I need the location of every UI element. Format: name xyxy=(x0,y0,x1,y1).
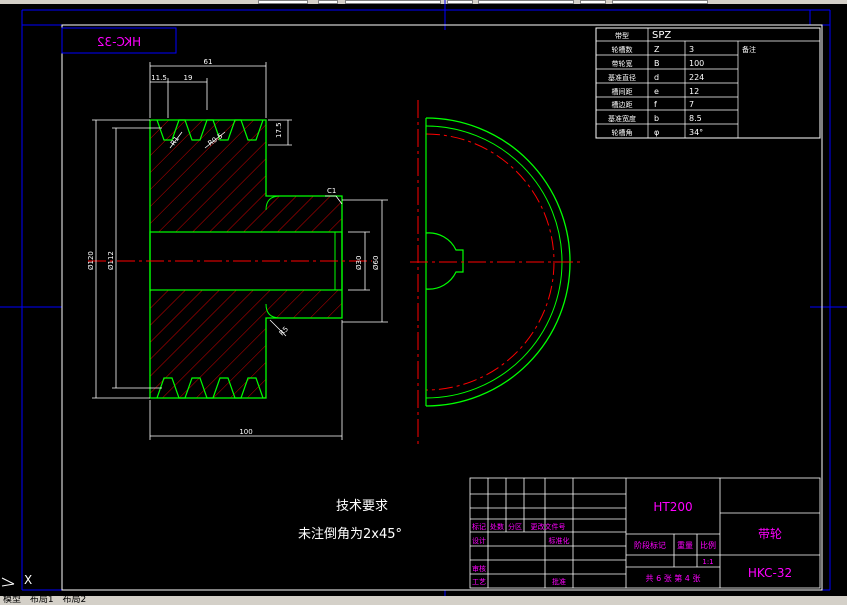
toolbar-field-7[interactable] xyxy=(612,0,708,4)
toolbar-field-6[interactable] xyxy=(580,0,606,4)
weight-label: 重量 xyxy=(677,540,693,550)
dim-61: 61 xyxy=(204,58,213,66)
scale-label: 比例 xyxy=(700,540,716,550)
dim-phi30: Ø30 xyxy=(355,256,363,270)
dim-phi120: Ø120 xyxy=(87,251,95,270)
param-value: 34° xyxy=(689,128,703,137)
param-label: 带轮宽 xyxy=(612,59,633,68)
process-label: 工艺 xyxy=(472,578,486,586)
mark-label: 标记 xyxy=(472,522,486,531)
review-label: 审核 xyxy=(472,564,486,573)
material-text: HT200 xyxy=(653,500,692,514)
param-label: 基准直径 xyxy=(608,73,636,82)
param-label: 轮槽角 xyxy=(612,128,633,137)
ucs-icon: X xyxy=(0,566,40,594)
toolbar-field-2[interactable] xyxy=(318,0,338,4)
param-symbol: b xyxy=(654,114,659,123)
part-name-text: 带轮 xyxy=(758,527,782,541)
top-toolbar xyxy=(0,0,847,4)
dim-r-small: R1 xyxy=(169,135,181,147)
toolbar-field-3[interactable] xyxy=(345,0,441,4)
param-symbol: f xyxy=(654,100,657,109)
pulley-section xyxy=(88,119,372,399)
param-symbol: B xyxy=(654,59,660,68)
param-extra: 备注 xyxy=(742,45,756,54)
tab-model[interactable]: 模型 xyxy=(3,595,22,605)
param-value: 12 xyxy=(689,87,699,96)
param-label: 槽边距 xyxy=(612,100,633,109)
param-symbol: e xyxy=(654,87,659,96)
title-block xyxy=(469,477,821,589)
dim-phi60: Ø60 xyxy=(372,256,380,270)
count-label: 处数 xyxy=(490,522,504,531)
zone-label: 分区 xyxy=(508,522,522,531)
param-table xyxy=(595,27,821,139)
tech-req-line1: 未注倒角为2x45° xyxy=(298,527,402,542)
stage-mark-label: 阶段标记 xyxy=(634,540,666,550)
dim-19: 19 xyxy=(184,74,193,82)
drawing-frame xyxy=(61,24,823,591)
dim-r-fillet: R5 xyxy=(278,325,290,337)
toolbar-field-4[interactable] xyxy=(447,0,473,4)
side-view xyxy=(410,100,582,446)
param-symbol: φ xyxy=(654,128,659,137)
param-value: 3 xyxy=(689,45,694,54)
toolbar-field-1[interactable] xyxy=(258,0,308,4)
dim-phi112: Ø112 xyxy=(107,251,115,270)
tab-layout2[interactable]: 布局2 xyxy=(62,595,87,605)
dimensions xyxy=(92,62,388,440)
approve-label: 批准 xyxy=(552,577,566,586)
mirror-code-box: HKC-32 xyxy=(61,27,177,54)
dim-bottom-total: 100 xyxy=(239,428,252,436)
drawing-no-text: HKC-32 xyxy=(748,566,792,580)
layout-tabbar: 模型 布局1 布局2 xyxy=(0,596,847,605)
param-symbol: Z xyxy=(654,45,660,54)
mirror-code-text: HKC-32 xyxy=(97,35,141,49)
scale-value: 1:1 xyxy=(702,558,713,566)
param-label: 槽间距 xyxy=(612,87,633,96)
design-label: 设计 xyxy=(472,536,486,545)
dim-17-5: 17.5 xyxy=(275,122,283,138)
param-value: 224 xyxy=(689,73,704,82)
toolbar-field-5[interactable] xyxy=(478,0,574,4)
dim-11-5: 11.5 xyxy=(151,74,167,82)
param-label: 基准宽度 xyxy=(608,114,636,123)
change-doc-label: 更改文件号 xyxy=(531,522,566,531)
dim-c1: C1 xyxy=(327,187,336,195)
tech-requirements: 技术要求 未注倒角为2x45° xyxy=(298,499,402,542)
param-symbol: d xyxy=(654,73,659,82)
param-value: 100 xyxy=(689,59,704,68)
param-value: SPZ xyxy=(652,30,671,41)
svg-text:X: X xyxy=(24,573,32,587)
tab-layout1[interactable]: 布局1 xyxy=(29,595,54,605)
sheet-info: 共 6 张 第 4 张 xyxy=(646,573,701,583)
tech-req-title: 技术要求 xyxy=(336,499,388,514)
param-value: 8.5 xyxy=(689,114,702,123)
param-value: 7 xyxy=(689,100,694,109)
standardize-label: 标准化 xyxy=(549,536,570,545)
title-block-texts: HT200 带轮 HKC-32 标记 处数 分区 更改文件号 设计 标准化 审核… xyxy=(472,500,792,586)
param-label: 轮槽数 xyxy=(612,45,633,54)
param-label: 带型 xyxy=(615,31,629,40)
